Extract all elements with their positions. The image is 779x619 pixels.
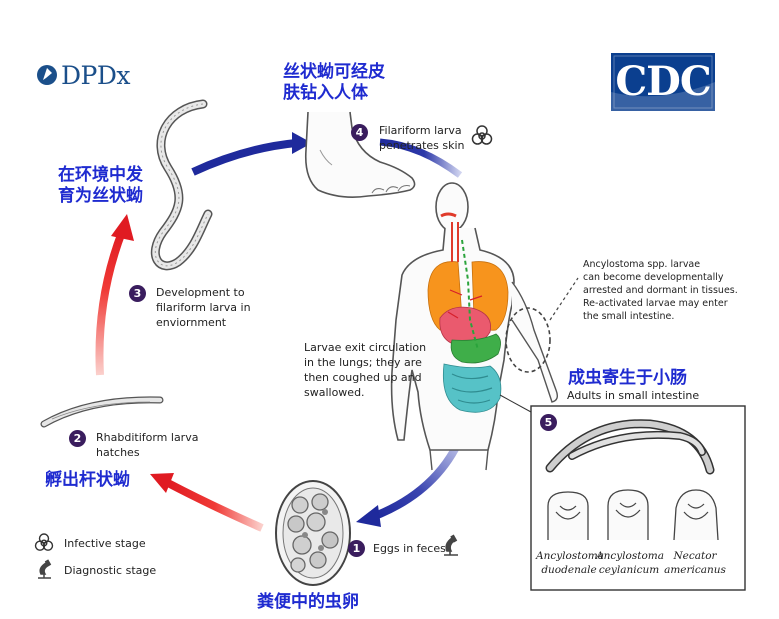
lungs-note-line3: then coughed up and	[304, 371, 422, 384]
stage2-label-line2: hatches	[96, 446, 140, 459]
species-a-ceylanicum-line2: ceylanicum	[598, 564, 660, 576]
species-n-americanus-line1: Necator	[673, 550, 717, 562]
stage4-chinese-line2: 肤钻入人体	[283, 83, 368, 103]
cdc-logo-text: CDC	[615, 58, 711, 105]
dpdx-logo-text: DPDx	[61, 60, 131, 90]
lungs-note-line2: in the lungs; they are	[304, 356, 422, 369]
cdc-logo-mark	[611, 53, 715, 111]
mouthparts-n-americanus	[673, 489, 719, 541]
stage5-label: Adults in small intestine	[567, 389, 700, 402]
rhabditiform-larva-illustration	[40, 396, 164, 428]
lungs-note: Larvae exit circulation in the lungs; th…	[304, 340, 426, 400]
mouthparts-a-ceylanicum	[607, 489, 649, 540]
species-a-duodenale-line1: Ancylostoma	[536, 550, 604, 562]
species-a-ceylanicum-line1: Ancylostoma	[596, 550, 664, 562]
arrow-1-to-2	[150, 473, 264, 532]
stage3-label-line1: Development to	[156, 286, 245, 299]
stage3-chinese-line2: 育为丝状蚴	[58, 186, 143, 206]
human-body-illustration	[390, 182, 559, 471]
dpdx-logo: DPDx	[38, 60, 131, 90]
cdc-logo: CDC	[611, 53, 715, 111]
stage4-label-line1: Filariform larva	[379, 124, 462, 137]
mouthparts-a-duodenale	[547, 491, 589, 540]
dpdx-logo-icon	[37, 65, 57, 85]
stage3-label-line3: enviornment	[156, 316, 227, 329]
stage3-label-line2: filariform larva in	[156, 301, 251, 314]
egg-illustration	[275, 480, 351, 586]
arrow-3-to-4	[191, 132, 312, 176]
arrow-4-to-body	[379, 138, 463, 178]
stage2-number: 2	[69, 430, 86, 447]
dormant-note-line5: the small intestine.	[583, 311, 675, 322]
species-label-a-ceylanicum: Ancylostoma ceylanicum	[596, 549, 664, 577]
stage4-chinese-line1: 丝状蚴可经皮	[283, 62, 385, 82]
dormant-note-line1: Ancylostoma spp. larvae	[583, 259, 701, 270]
stage1-number: 1	[348, 540, 365, 557]
stage3-chinese-line1: 在环境中发	[58, 165, 143, 185]
stage4-label-line2: penetrates skin	[379, 139, 465, 152]
species-label-n-americanus: Necator americanus	[662, 549, 728, 577]
dormant-note: Ancylostoma spp. larvae can become devel…	[583, 258, 738, 323]
stage2-label-line1: Rhabditiform larva	[96, 431, 199, 444]
lungs-note-line4: swallowed.	[304, 386, 365, 399]
stage1-label: Eggs in feces	[373, 542, 446, 555]
microscope-icon	[444, 534, 458, 556]
adult-worms-illustration	[545, 419, 715, 475]
stage2-chinese: 孵出杆状蚴	[45, 470, 130, 490]
legend-microscope-icon	[38, 559, 52, 579]
arrow-2-to-3	[95, 214, 134, 376]
species-n-americanus-line2: americanus	[664, 564, 726, 576]
adult-box-connector	[499, 394, 532, 413]
lungs-note-line1: Larvae exit circulation	[304, 341, 427, 354]
legend-diagnostic-label: Diagnostic stage	[64, 564, 157, 577]
dormant-tissue-indicator	[505, 307, 551, 373]
filariform-larva-illustration	[150, 99, 213, 271]
species-label-a-duodenale: Ancylostoma duodenale	[536, 549, 604, 577]
dormant-note-line3: arrested and dormant in tissues.	[583, 285, 738, 296]
species-a-duodenale-line2: duodenale	[541, 564, 597, 576]
legend-biohazard-icon	[34, 533, 54, 551]
stage4-number: 4	[351, 124, 368, 141]
biohazard-icon	[471, 125, 493, 145]
stage5-chinese: 成虫寄生于小肠	[568, 368, 687, 388]
legend-diagnostic: Diagnostic stage	[58, 564, 156, 577]
stage3-number: 3	[129, 285, 146, 302]
dormant-note-pointer	[549, 277, 579, 321]
legend-infective-label: Infective stage	[64, 537, 146, 550]
legend-infective: Infective stage	[58, 537, 146, 550]
dormant-note-line2: can become developmentally	[583, 272, 724, 283]
foot-illustration	[304, 111, 416, 198]
dormant-note-line4: Re-activated larvae may enter	[583, 298, 728, 309]
stage5-number: 5	[540, 414, 557, 431]
stage1-chinese: 粪便中的虫卵	[257, 592, 359, 612]
